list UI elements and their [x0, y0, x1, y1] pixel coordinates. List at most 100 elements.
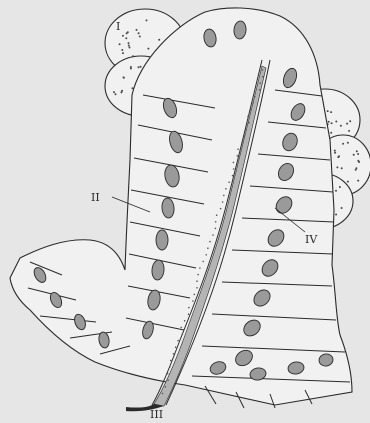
lumen-granule — [244, 135, 246, 137]
lumen-granule — [167, 373, 169, 375]
lumen-granule — [173, 353, 175, 355]
granule — [122, 52, 124, 54]
granule — [328, 121, 330, 123]
granule — [331, 122, 333, 124]
lumen-granule — [259, 82, 261, 84]
lumen-granule — [222, 201, 224, 203]
lumen-granule — [223, 195, 225, 197]
granule — [146, 19, 148, 21]
lumen-granule — [188, 313, 190, 315]
lumen-granule — [209, 241, 211, 243]
lumen-granule — [180, 327, 182, 329]
lumen-granule — [207, 247, 209, 249]
granule — [121, 49, 123, 51]
lumen-granule — [262, 76, 264, 78]
lumen-granule — [237, 148, 239, 150]
granule — [123, 76, 125, 78]
lumen-granule — [252, 102, 254, 104]
granule — [327, 110, 329, 112]
lumen-granule — [247, 115, 249, 117]
granule — [129, 47, 131, 49]
lumen-granule — [188, 307, 190, 309]
lumen-granule — [199, 267, 201, 269]
granule — [132, 55, 134, 57]
granule — [122, 35, 124, 37]
label-I: I — [116, 20, 120, 33]
granule — [346, 123, 348, 125]
lumen-granule — [202, 261, 204, 263]
lumen-granule — [215, 221, 217, 223]
granule — [334, 152, 336, 154]
granule — [355, 167, 357, 169]
granule — [138, 32, 140, 34]
lumen-granule — [175, 346, 177, 348]
granule — [340, 125, 342, 127]
granule — [341, 207, 343, 209]
lumen-granule — [228, 181, 230, 183]
granule — [339, 186, 341, 188]
granule — [127, 31, 129, 33]
lumen-granule — [165, 386, 167, 388]
lumen-granule — [232, 175, 234, 177]
granule — [121, 90, 123, 92]
granule — [334, 150, 336, 152]
lumen-granule — [184, 320, 186, 322]
lumen-granule — [215, 228, 217, 230]
label-IV: IV — [305, 233, 318, 246]
lumen-granule — [170, 360, 172, 362]
granule — [348, 130, 350, 132]
lumen-granule — [182, 333, 184, 335]
lumen-granule — [167, 379, 169, 381]
granule — [335, 214, 337, 216]
lumen-granule — [196, 280, 198, 282]
lumen-granule — [162, 393, 164, 395]
granule — [125, 37, 127, 39]
granule — [336, 166, 338, 168]
nucleus — [156, 230, 168, 250]
lumen-granule — [169, 366, 171, 368]
lumen-granule — [225, 188, 227, 190]
granule — [347, 142, 349, 144]
lumen-granule — [233, 162, 235, 164]
granule — [128, 45, 130, 47]
granule — [119, 43, 121, 45]
granule — [342, 143, 344, 145]
granule — [115, 93, 117, 95]
granule — [128, 42, 130, 44]
lumen-granule — [241, 142, 243, 144]
lumen-granule — [177, 340, 179, 342]
granule — [335, 121, 337, 123]
lumen-granule — [220, 208, 222, 210]
granule — [330, 132, 332, 134]
lumen-granule — [192, 300, 194, 302]
granule — [113, 91, 115, 93]
lumen-granule — [212, 234, 214, 236]
granule — [138, 66, 140, 68]
granule — [335, 190, 337, 192]
lumen-granule — [250, 109, 252, 111]
granule — [357, 180, 359, 182]
lumen-granule — [245, 129, 247, 131]
granule — [349, 120, 351, 122]
granule — [147, 48, 149, 50]
granule — [330, 111, 332, 113]
lumen-granule — [259, 89, 261, 91]
granule — [353, 154, 355, 156]
lumen-granule — [248, 122, 250, 124]
granule — [136, 29, 138, 31]
granule — [130, 66, 132, 68]
granule — [338, 155, 340, 157]
lumen-granule — [196, 287, 198, 289]
granule — [158, 39, 160, 41]
lumen-granule — [262, 69, 264, 71]
lumen-granule — [237, 155, 239, 157]
granule — [139, 36, 141, 38]
lumen-granule — [254, 96, 256, 98]
lumen-granule — [216, 214, 218, 216]
label-II: II — [91, 191, 100, 204]
granule — [357, 160, 359, 162]
granule — [356, 150, 358, 152]
lumen-granule — [197, 274, 199, 276]
